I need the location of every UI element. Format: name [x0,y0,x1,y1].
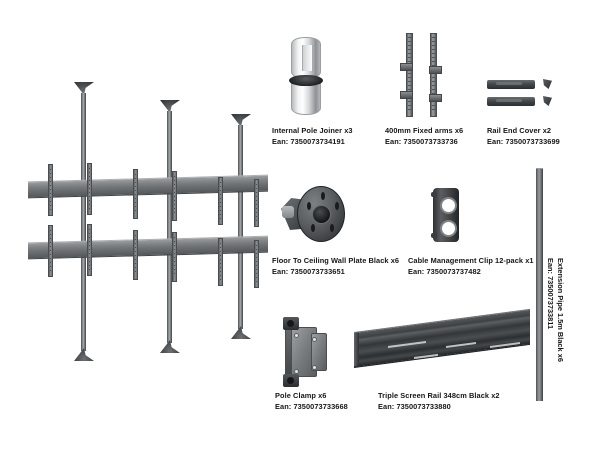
label-triple-screen-rail: Triple Screen Rail 348cm Black x2 Ean: 7… [378,390,500,412]
wall-plate-hub [312,205,331,224]
pole-clamp-screw-2 [312,337,317,342]
rail-end-cover-screw-1 [543,79,552,89]
pole-clamp-screw-1 [294,333,299,338]
part-ean-pole-clamp: Ean: 7350073733668 [275,402,348,411]
assembly-arm-upper-2b [172,171,177,221]
pole-clamp-bolt-top [283,317,299,330]
fixed-arm-bracket-1 [400,63,413,71]
part-ean-triple-screen-rail: Ean: 7350073733880 [378,402,451,411]
triple-screen-rail-illustration [354,308,530,384]
fixed-arm-bracket-2 [400,91,413,99]
label-pole-clamp: Pole Clamp x6 Ean: 7350073733668 [275,390,348,412]
wall-plate-hole-4 [330,224,334,232]
assembly-arm-upper-1a [48,164,53,216]
part-name-fixed-arms: 400mm Fixed arms x6 [385,126,464,135]
rail-end-cover-strip-2 [487,97,535,106]
fixed-arms-illustration [400,33,450,117]
pole-foot-bottom-3 [231,326,251,339]
rail-end-cover-illustration [487,78,557,114]
part-name-extension-pipe: Extension Pipe 1.5m Black x6 [556,258,565,362]
fixed-arm-bar-right [430,33,437,117]
triple-rail-end-cap [354,332,359,366]
triple-rail-body [354,308,530,368]
internal-pole-joiner-illustration [289,37,323,115]
assembly-arm-upper-3a [218,177,223,225]
part-name-triple-screen-rail: Triple Screen Rail 348cm Black x2 [378,391,500,400]
label-cable-management-clip: Cable Management Clip 12-pack x1 Ean: 73… [408,255,534,277]
joiner-rubber-ring [289,75,323,86]
wall-plate-hole-1 [321,192,325,200]
label-fixed-arms: 400mm Fixed arms x6 Ean: 7350073733736 [385,125,463,147]
assembly-arm-lower-1b [87,224,92,276]
label-rail-end-cover: Rail End Cover x2 Ean: 7350073733699 [487,125,560,147]
assembly-arm-upper-3b [254,179,259,227]
assembly-arm-lower-3b [254,240,259,288]
part-ean-wall-plate: Ean: 7350073733651 [272,267,345,276]
pole-clamp-bolt-bottom [283,374,299,387]
pole-clamp-illustration [283,315,329,389]
assembly-rail-lower [28,235,268,260]
assembly-arm-lower-2a [133,230,138,280]
cable-clip-notch-2 [431,233,437,238]
wall-plate-hole-3 [307,202,311,210]
part-ean-rail-end-cover: Ean: 7350073733699 [487,137,560,146]
rail-end-cover-screw-2 [543,96,552,106]
label-internal-pole-joiner: Internal Pole Joiner x3 Ean: 73500737341… [272,125,353,147]
pole-clamp-screw-3 [294,369,299,374]
fixed-arm-bracket-4 [429,94,442,102]
pole-foot-bottom-2 [160,340,180,353]
assembly-arm-lower-3a [218,238,223,286]
wall-plate-hole-5 [311,224,315,232]
rail-end-cover-strip-1 [487,80,535,89]
extension-pipe-illustration [536,168,543,401]
cable-clip-notch-1 [431,192,437,197]
part-name-internal-pole-joiner: Internal Pole Joiner x3 [272,126,353,135]
label-extension-pipe: Extension Pipe 1.5m Black x6 Ean: 735007… [545,258,565,362]
assembly-pole-3 [238,125,243,329]
wall-plate-cone-tip [282,206,294,218]
label-wall-plate: Floor To Ceiling Wall Plate Black x6 Ean… [272,255,399,277]
part-name-wall-plate: Floor To Ceiling Wall Plate Black x6 [272,256,400,265]
assembly-pole-2 [167,111,172,343]
assembly-arm-upper-1b [87,163,92,215]
fixed-arm-bracket-3 [429,66,442,74]
part-ean-internal-pole-joiner: Ean: 7350073734191 [272,137,345,146]
assembly-rail-upper [28,174,268,199]
pole-clamp-screw-4 [312,365,317,370]
joiner-slot [302,45,313,71]
part-name-pole-clamp: Pole Clamp x6 [275,391,327,400]
cable-clip-opening-1 [440,197,457,214]
part-ean-extension-pipe: Ean: 7350073733811 [546,258,555,330]
cable-clip-opening-2 [440,220,457,237]
assembly-arm-upper-2a [133,169,138,219]
pole-foot-bottom-1 [74,348,94,361]
assembly-arm-lower-2b [172,232,177,282]
cable-management-clip-illustration [431,188,459,242]
assembly-illustration [28,82,268,362]
part-name-cable-management-clip: Cable Management Clip 12-pack x1 [408,256,534,265]
assembly-pole-1 [81,93,86,351]
wall-plate-hole-2 [335,202,339,210]
floor-to-ceiling-wall-plate-illustration [281,184,345,244]
part-ean-fixed-arms: Ean: 7350073733736 [385,137,458,146]
pole-clamp-side-plate [311,333,327,371]
fixed-arm-bar-left [406,33,413,117]
part-ean-cable-management-clip: Ean: 7350073737482 [408,267,481,276]
assembly-arm-lower-1a [48,225,53,277]
part-name-rail-end-cover: Rail End Cover x2 [487,126,552,135]
